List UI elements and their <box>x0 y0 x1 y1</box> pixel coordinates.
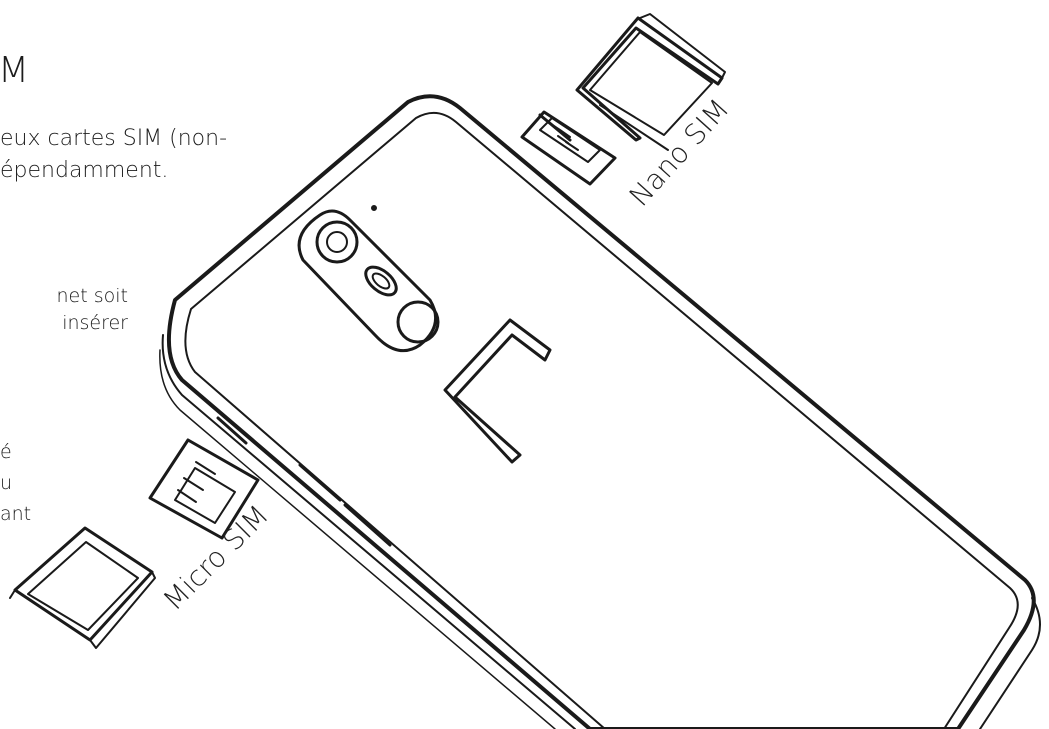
nano-sim-label: Nano SIM <box>623 92 736 212</box>
micro-sim-tray <box>9 526 156 649</box>
body-text-fragment-1: net soit <box>56 285 128 307</box>
body-text-fragment-3: é <box>0 441 12 463</box>
camera-module <box>297 205 440 353</box>
brand-logo <box>443 318 552 464</box>
micro-sim-label: Micro SIM <box>157 499 275 617</box>
micro-sim-card <box>148 438 260 540</box>
phone-body <box>159 94 1041 729</box>
nano-sim-card <box>520 110 617 186</box>
body-text-fragment-5: ant <box>0 503 32 525</box>
intro-text-line-1: eux cartes SIM (non- <box>0 126 228 151</box>
intro-text-line-2: épendamment. <box>0 158 169 183</box>
body-text-fragment-4: u <box>0 472 13 494</box>
section-heading: M <box>0 50 31 91</box>
body-text-fragment-2: insérer <box>62 312 128 334</box>
nano-sim-tray <box>575 13 726 151</box>
